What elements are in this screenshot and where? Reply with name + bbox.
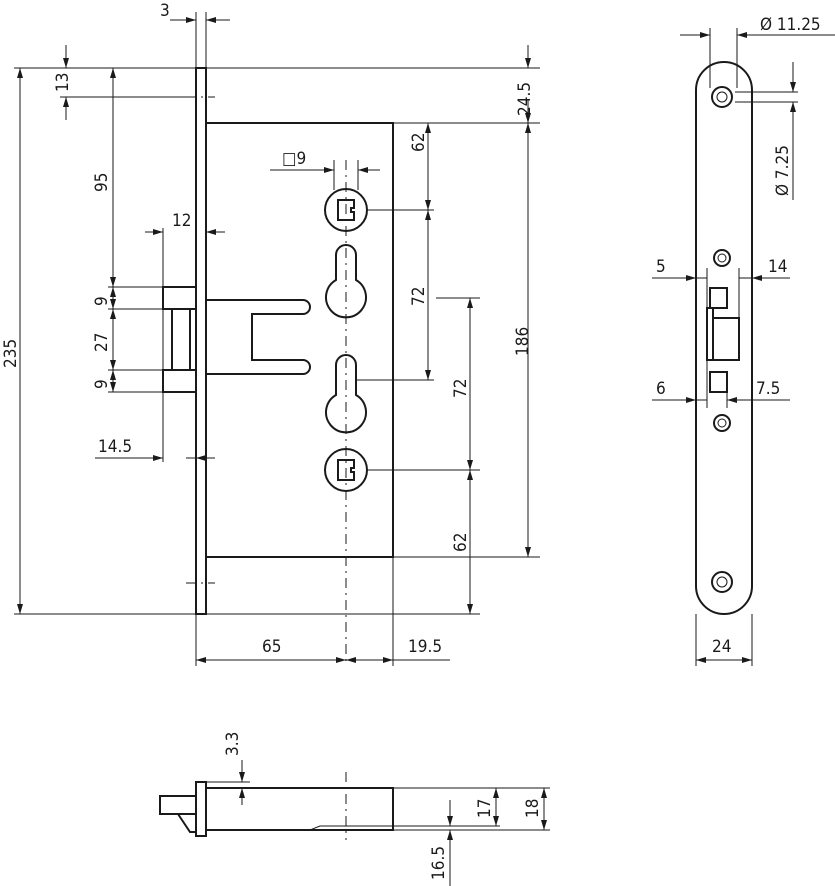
faceplate	[195, 67, 207, 615]
dim-9-top: 9	[92, 296, 112, 306]
dim-95: 95	[92, 173, 112, 192]
dim-18: 18	[523, 799, 543, 818]
latch-opening-bottom	[709, 371, 728, 393]
dim-62-bottom: 62	[451, 533, 471, 552]
dim-diameter-7-25: Ø 7.25	[773, 145, 793, 196]
bolt-bottom	[159, 795, 197, 815]
dim-62-top: 62	[409, 133, 429, 152]
front-view: 3 13 95 12 9 27 9 235 14.5 24.5 62 □9 72…	[1, 1, 540, 666]
dim-7-5: 7.5	[756, 379, 780, 399]
dim-13: 13	[53, 73, 73, 92]
screw-holes	[711, 86, 733, 593]
deadbolt	[206, 299, 311, 375]
cylinder-hole-lower	[325, 354, 367, 434]
latch-opening-top	[709, 287, 728, 309]
dim-5: 5	[656, 257, 666, 277]
dim-72-lower: 72	[451, 379, 471, 398]
dim-3-3: 3.3	[223, 732, 243, 756]
dim-186: 186	[513, 327, 533, 356]
latch-bolt-bottom	[162, 369, 197, 393]
dim-72-upper: 72	[409, 287, 429, 306]
side-view: Ø 11.25 Ø 7.25 5 14 6 7.5 24	[652, 15, 835, 666]
dim-19-5: 19.5	[408, 637, 442, 657]
bottom-view: 3.3 17 18 16.5	[159, 732, 550, 886]
dim-235: 235	[1, 339, 21, 368]
dim-6: 6	[656, 379, 666, 399]
dim-12: 12	[172, 211, 191, 231]
lock-case	[205, 122, 394, 558]
dim-16-5: 16.5	[429, 846, 449, 880]
faceplate-bottom	[195, 781, 207, 837]
dim-9-bottom: 9	[92, 379, 112, 389]
dim-3: 3	[160, 1, 170, 21]
dim-17: 17	[475, 799, 495, 818]
latch-bolt-top	[162, 286, 197, 310]
deadbolt-opening	[712, 317, 740, 361]
cylinder-hole-upper	[325, 244, 367, 319]
faceplate-side	[695, 61, 753, 615]
dim-14: 14	[768, 257, 787, 277]
dim-diameter-11-25: Ø 11.25	[760, 15, 821, 35]
lock-case-bottom	[205, 787, 394, 831]
dim-27: 27	[92, 333, 112, 352]
dim-24-5: 24.5	[515, 82, 535, 116]
dim-square-9: □9	[282, 149, 306, 169]
dim-65: 65	[262, 637, 281, 657]
dim-24: 24	[712, 637, 731, 657]
dim-14-5: 14.5	[98, 437, 132, 457]
